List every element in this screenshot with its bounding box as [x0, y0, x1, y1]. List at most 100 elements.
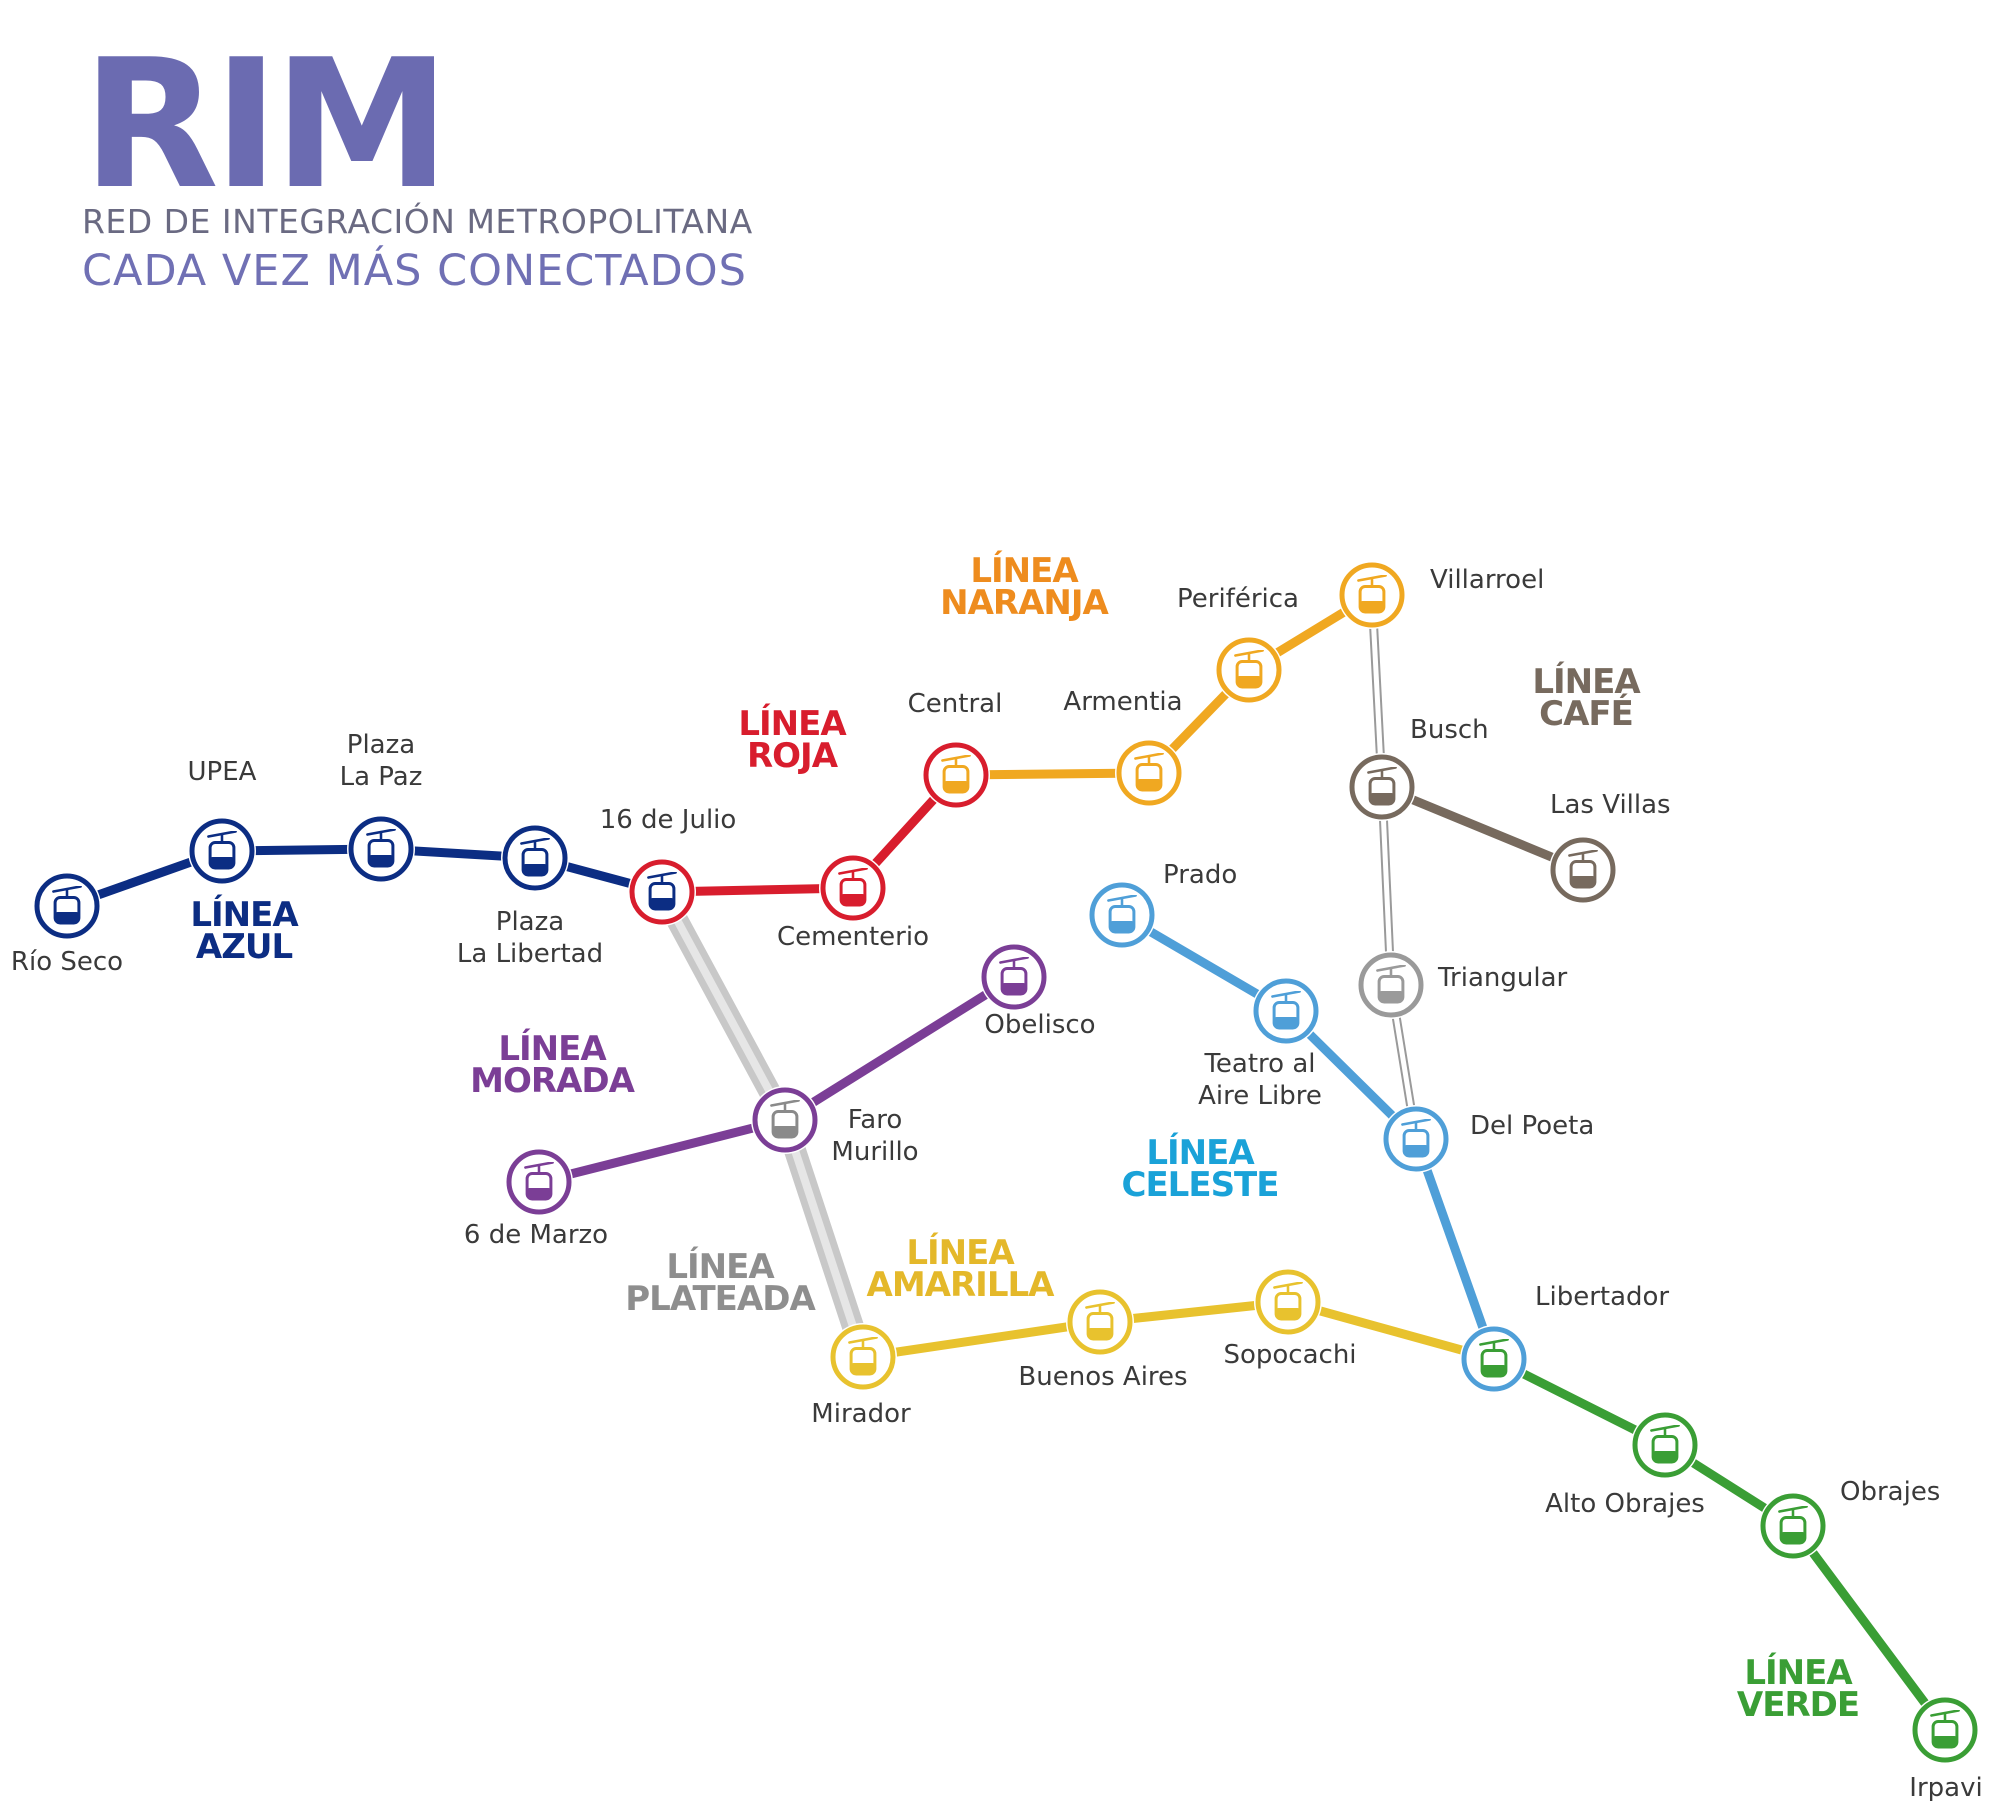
header: RIM RED DE INTEGRACIÓN METROPOLITANA CAD… — [0, 0, 2000, 330]
line-celeste-route — [1117, 910, 1499, 1364]
station-faro-murillo[interactable] — [751, 1086, 819, 1154]
line-label-morada-part: MORADA — [470, 1061, 635, 1101]
station-alto-obrajes[interactable] — [1631, 1411, 1699, 1479]
station-ring — [923, 742, 989, 808]
station-obrajes[interactable] — [1759, 1492, 1827, 1560]
station-ring — [348, 816, 414, 882]
station-upea[interactable] — [188, 817, 256, 885]
station-name-periferica: Periférica — [1177, 584, 1299, 614]
station-name-las-villas: Las Villas — [1550, 790, 1671, 820]
station-name-part: Armentia — [1063, 687, 1182, 717]
station-plaza-la-libertad[interactable] — [501, 824, 569, 892]
station-ring — [1067, 1289, 1133, 1355]
station-name-part: La Libertad — [457, 939, 603, 969]
line-cafe-route — [1377, 782, 1588, 875]
station-armentia[interactable] — [1115, 739, 1183, 807]
line-label-naranja-part: NARANJA — [940, 583, 1109, 623]
station-plaza-la-paz[interactable] — [347, 815, 415, 883]
station-name-part: Murillo — [831, 1137, 918, 1167]
station-triangular[interactable] — [1357, 951, 1425, 1019]
station-libertador[interactable] — [1460, 1325, 1528, 1393]
station-name-alto-obrajes: Alto Obrajes — [1545, 1489, 1705, 1519]
station-ring — [1632, 1412, 1698, 1478]
station-6-de-marzo[interactable] — [505, 1148, 573, 1216]
station-buenos-aires[interactable] — [1066, 1288, 1134, 1356]
station-ring — [502, 825, 568, 891]
station-name-buenos-aires: Buenos Aires — [1018, 1362, 1187, 1392]
station-name-part: Las Villas — [1550, 790, 1671, 820]
station-cementerio[interactable] — [819, 854, 887, 922]
station-ring — [752, 1087, 818, 1153]
line-naranja-route — [951, 590, 1377, 780]
station-del-poeta[interactable] — [1382, 1105, 1450, 1173]
tagline-network-name: RED DE INTEGRACIÓN METROPOLITANA — [82, 202, 753, 241]
station-mirador[interactable] — [829, 1323, 897, 1391]
station-name-part: Triangular — [1437, 963, 1568, 993]
station-name-part: Prado — [1163, 860, 1237, 890]
station-ring — [1255, 1269, 1321, 1335]
station-ring — [1760, 1493, 1826, 1559]
tagline-slogan: CADA VEZ MÁS CONECTADOS — [82, 246, 747, 296]
station-periferica[interactable] — [1215, 636, 1283, 704]
line-label-azul-part: LÍNEA — [190, 894, 299, 935]
station-name-part: Del Poeta — [1470, 1111, 1594, 1141]
station-name-busch: Busch — [1410, 715, 1489, 745]
station-ring — [1116, 740, 1182, 806]
station-16-de-julio[interactable] — [628, 858, 696, 926]
station-name-mirador: Mirador — [811, 1399, 911, 1429]
line-label-verde-part: VERDE — [1737, 1685, 1859, 1725]
line-label-roja-part: ROJA — [747, 736, 839, 776]
station-name-16-de-julio: 16 de Julio — [600, 805, 737, 835]
station-name-part: Alto Obrajes — [1545, 1489, 1705, 1519]
line-label-plateada-part: PLATEADA — [625, 1279, 816, 1319]
station-name-part: 16 de Julio — [600, 805, 737, 835]
station-name-triangular: Triangular — [1437, 963, 1568, 993]
station-name-obrajes: Obrajes — [1840, 1477, 1940, 1507]
line-amarilla-route — [858, 1297, 1499, 1364]
station-sopocachi[interactable] — [1254, 1268, 1322, 1336]
station-ring — [189, 818, 255, 884]
station-name-part: 6 de Marzo — [464, 1220, 608, 1250]
station-name-upea: UPEA — [188, 757, 257, 787]
station-obelisco[interactable] — [980, 943, 1048, 1011]
station-name-central: Central — [908, 689, 1003, 719]
station-name-6-de-marzo: 6 de Marzo — [464, 1220, 608, 1250]
station-ring — [629, 859, 695, 925]
station-name-part: Irpavi — [1909, 1773, 1982, 1801]
station-teatro-al-aire-libre[interactable] — [1252, 977, 1320, 1045]
station-ring — [1461, 1326, 1527, 1392]
station-name-part: Villarroel — [1430, 565, 1544, 595]
station-name-part: Obelisco — [984, 1010, 1095, 1040]
station-rio-seco[interactable] — [33, 872, 101, 940]
station-name-rio-seco: Río Seco — [11, 947, 123, 977]
station-name-villarroel: Villarroel — [1430, 565, 1544, 595]
station-irpavi[interactable] — [1911, 1696, 1979, 1764]
line-label-amarilla-part: LÍNEA — [906, 1232, 1015, 1273]
line-label-celeste-part: CELESTE — [1122, 1165, 1279, 1205]
station-villarroel[interactable] — [1338, 561, 1406, 629]
line-label-cafe-part: LÍNEA — [1532, 661, 1641, 702]
station-name-part: Río Seco — [11, 947, 123, 977]
station-name-part: Libertador — [1535, 1282, 1669, 1312]
station-central[interactable] — [922, 741, 990, 809]
station-ring — [34, 873, 100, 939]
line-label-amarilla-part: AMARILLA — [867, 1265, 1056, 1305]
line-label-cafe-part: CAFÉ — [1539, 693, 1633, 734]
line-label-celeste-part: LÍNEA — [1146, 1132, 1255, 1173]
station-las-villas[interactable] — [1549, 836, 1617, 904]
station-name-part: Buenos Aires — [1018, 1362, 1187, 1392]
station-name-sopocachi: Sopocachi — [1223, 1340, 1356, 1370]
station-prado[interactable] — [1088, 881, 1156, 949]
station-ring — [1550, 837, 1616, 903]
station-busch[interactable] — [1348, 753, 1416, 821]
